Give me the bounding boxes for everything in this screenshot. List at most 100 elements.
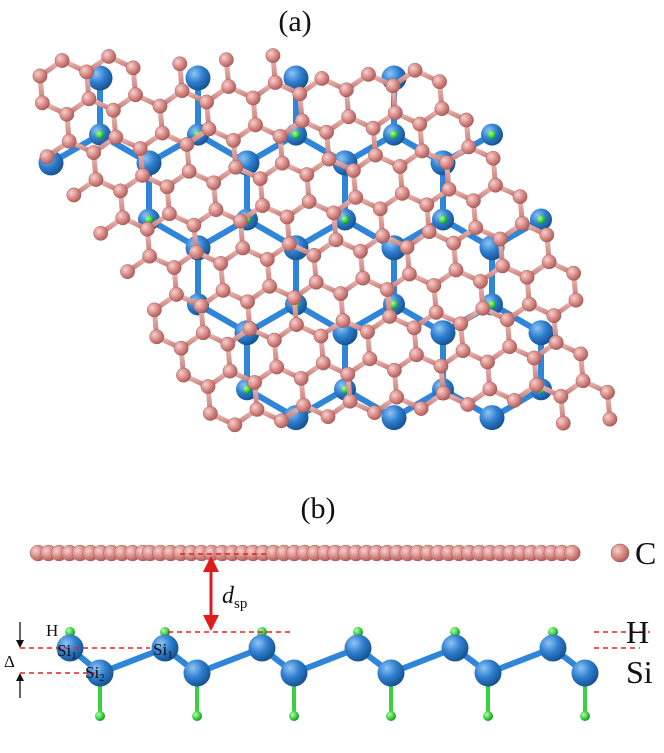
panel-b-label: (b) — [301, 492, 336, 525]
c-atom — [296, 397, 311, 413]
c-atom — [506, 392, 522, 408]
si-atom-side — [441, 634, 469, 662]
c-atom — [154, 125, 170, 141]
c-atom — [248, 117, 263, 133]
buckling-marker — [16, 622, 24, 698]
c-atom — [389, 389, 405, 405]
h-atom-side — [289, 711, 299, 721]
top-view-structure — [32, 48, 618, 433]
c-atom — [32, 68, 48, 84]
h-atom-side — [353, 627, 363, 637]
c-atom — [341, 109, 357, 125]
c-atom — [152, 98, 168, 114]
dashed-guides — [20, 553, 650, 674]
c-atom — [414, 143, 430, 159]
c-atom — [139, 221, 155, 237]
c-atom — [149, 329, 165, 345]
c-atom — [306, 247, 322, 263]
c-atom — [353, 243, 368, 259]
c-atom — [128, 87, 143, 103]
c-atom — [220, 336, 236, 352]
h-atom — [536, 215, 546, 224]
panel-a-label: (a) — [278, 5, 311, 38]
c-atom — [382, 309, 398, 324]
c-atom — [485, 150, 501, 166]
c-atom — [162, 206, 177, 222]
c-atom — [453, 316, 469, 332]
c-atom — [292, 86, 308, 102]
si1-label-left: Si1 — [57, 641, 77, 662]
c-atom — [342, 393, 358, 409]
c-atom — [265, 48, 281, 64]
c-atom — [266, 332, 282, 348]
c-atom — [228, 159, 244, 175]
c-atom — [125, 60, 141, 76]
c-atom — [499, 312, 515, 328]
c-atom — [39, 149, 55, 165]
h-atom-side — [580, 711, 590, 721]
c-atom — [249, 401, 265, 417]
c-atom — [475, 300, 491, 316]
c-atom — [319, 124, 334, 140]
c-atom — [375, 228, 390, 244]
c-atom — [421, 224, 437, 240]
c-atom — [326, 205, 342, 221]
c-atom — [314, 71, 330, 86]
c-atom — [368, 147, 383, 163]
c-atom — [315, 355, 331, 371]
c-atom — [245, 90, 261, 106]
c-atom — [259, 251, 275, 267]
c-atom — [406, 320, 422, 336]
si-atom — [185, 65, 211, 91]
c-atom — [199, 94, 214, 110]
c-atom — [240, 294, 255, 310]
legend: C H Si — [610, 535, 656, 690]
c-atom — [169, 287, 184, 302]
h-atom-side — [65, 627, 75, 637]
c-atom — [66, 187, 82, 203]
c-atom — [166, 260, 182, 275]
c-atom — [333, 286, 349, 302]
c-atom — [294, 113, 310, 129]
c-atom — [346, 163, 361, 178]
si-atom-side — [539, 634, 567, 662]
c-atom — [541, 254, 557, 270]
c-atom — [272, 128, 288, 144]
si-atom-side — [183, 659, 211, 687]
c-atom — [235, 240, 251, 256]
c-atom — [553, 388, 569, 404]
c-atom — [432, 74, 447, 90]
c-atom — [394, 185, 410, 201]
c-atom — [566, 265, 582, 281]
c-atom — [355, 270, 371, 286]
c-atom — [419, 197, 435, 213]
c-atom — [188, 244, 204, 260]
c-atom — [495, 258, 510, 274]
c-atom — [86, 145, 102, 161]
c-atom — [132, 141, 148, 156]
h-atom — [340, 215, 350, 224]
h-atom — [438, 215, 448, 224]
h-atom-side — [386, 711, 396, 721]
c-atom — [409, 347, 424, 363]
h-atom — [487, 130, 497, 139]
c-atom — [386, 362, 402, 378]
c-atom — [186, 217, 202, 233]
c-atom — [81, 91, 97, 107]
c-atom — [172, 56, 188, 72]
si2-label: Si2 — [85, 663, 105, 684]
c-atom — [308, 274, 324, 290]
c-atom — [146, 302, 162, 318]
si-atom — [528, 320, 554, 346]
c-atom — [88, 172, 104, 187]
c-atom — [348, 190, 364, 205]
c-atom — [460, 397, 476, 412]
c-atom — [274, 413, 289, 429]
c-atom — [159, 179, 175, 195]
c-atom — [555, 415, 571, 431]
c-atom — [120, 264, 135, 280]
si-atom — [479, 405, 505, 431]
c-atom — [142, 248, 158, 264]
c-atom — [446, 235, 462, 251]
